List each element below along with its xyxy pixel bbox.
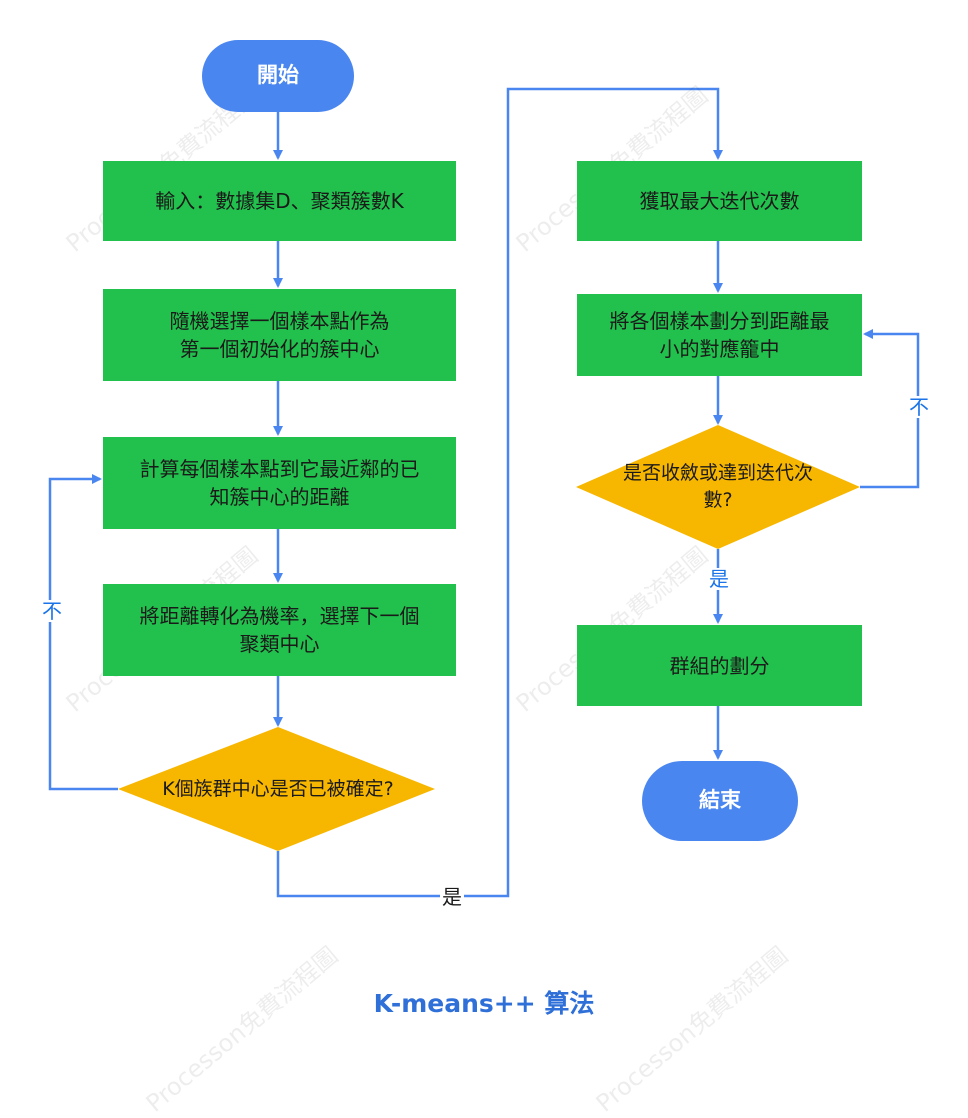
compute-distance-node[interactable]: 計算每個樣本點到它最近鄰的已 知簇中心的距離 (103, 437, 456, 529)
input-node[interactable]: 輸入：數據集D、聚類簇數K (103, 161, 456, 241)
diagram-caption: K-means++ 算法 (373, 989, 595, 1018)
edge-label-yes-bottom: 是 (440, 885, 464, 909)
end-node[interactable]: 結束 (642, 761, 798, 841)
edge-label-no-right: 不 (907, 395, 931, 419)
to-probability-node[interactable]: 將距離轉化為機率，選擇下一個 聚類中心 (103, 584, 456, 676)
decision-k-shape (118, 727, 435, 851)
flowchart-canvas (48, 87, 920, 898)
assign-samples-node[interactable]: 將各個樣本劃分到距離最 小的對應籠中 (577, 294, 862, 376)
decision-converge-label[interactable]: 是否收斂或達到迭代次 數? (622, 462, 813, 511)
start-node[interactable]: 開始 (202, 40, 354, 112)
arrow-decision-yes-connector (276, 87, 723, 898)
edge-label-yes-right: 是 (707, 567, 731, 591)
edge-label-no-left: 不 (40, 599, 64, 623)
arrow-decision-no-loop (48, 474, 118, 791)
decision-k-label[interactable]: K個族群中心是否已被確定? (162, 777, 394, 800)
get-max-iter-node[interactable]: 獲取最大迭代次數 (577, 161, 862, 241)
partition-node[interactable]: 群組的劃分 (577, 625, 862, 706)
select-first-center-node[interactable]: 隨機選擇一個樣本點作為 第一個初始化的簇中心 (103, 289, 456, 381)
decision-converge-shape (576, 425, 860, 549)
